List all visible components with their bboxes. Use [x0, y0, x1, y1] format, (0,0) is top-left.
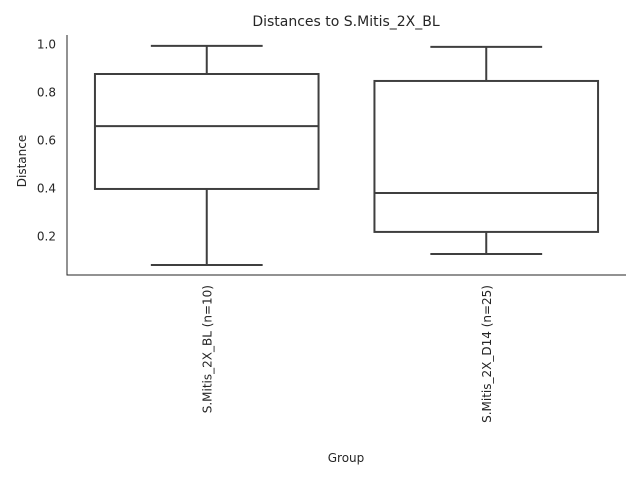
- y-tick-label: 0.2: [37, 230, 56, 244]
- box: [373, 79, 600, 233]
- y-tick-label: 0.4: [37, 182, 56, 196]
- y-tick-label: 0.6: [37, 134, 56, 148]
- y-axis-label: Distance: [15, 135, 29, 187]
- box: [93, 73, 320, 190]
- y-tick-label: 0.8: [37, 86, 56, 100]
- x-axis-label: Group: [328, 451, 365, 465]
- x-tick-label: S.Mitis_2X_BL (n=10): [200, 285, 214, 413]
- x-tick-label: S.Mitis_2X_D14 (n=25): [480, 285, 494, 423]
- chart-title: Distances to S.Mitis_2X_BL: [252, 14, 440, 30]
- y-tick-label: 1.0: [37, 38, 56, 52]
